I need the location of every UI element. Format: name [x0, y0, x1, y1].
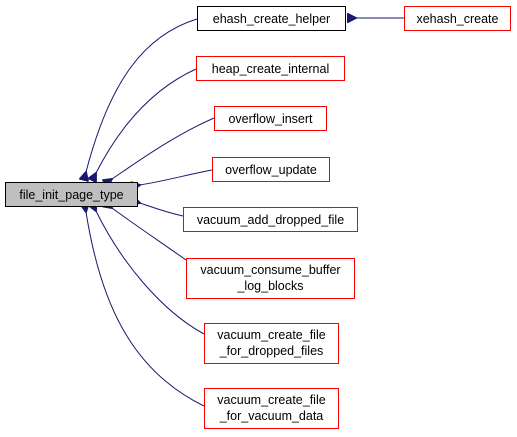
node-label: heap_create_internal: [212, 62, 329, 76]
node-heap-create-internal[interactable]: heap_create_internal: [196, 56, 345, 81]
node-box: [204, 323, 339, 364]
node-box: [5, 182, 138, 207]
node-label: overflow_insert: [228, 112, 313, 126]
node-label-line-2: _for_dropped_files: [219, 344, 324, 358]
node-label: vacuum_add_dropped_file: [197, 213, 344, 227]
node-overflow-insert[interactable]: overflow_insert: [214, 106, 327, 131]
node-box: [196, 56, 345, 81]
node-box: [204, 388, 339, 429]
node-label: overflow_update: [225, 163, 317, 177]
node-label-line-2: _for_vacuum_data: [219, 409, 324, 423]
node-ehash-create-helper[interactable]: ehash_create_helper: [197, 6, 346, 31]
node-box: [214, 106, 327, 131]
node-file-init-page-type[interactable]: file_init_page_type: [5, 182, 138, 207]
node-label-line-2: _log_blocks: [236, 279, 303, 293]
node-xehash-create[interactable]: xehash_create: [404, 6, 511, 31]
edge-overflow-update: [140, 169, 213, 185]
node-box: [197, 6, 346, 31]
edge-vacuum-consume-buffer-log-blocks: [112, 208, 187, 261]
node-label: ehash_create_helper: [213, 12, 330, 26]
edge-overflow-insert: [112, 117, 215, 179]
node-vacuum-create-file-for-vacuum-data[interactable]: vacuum_create_file _for_vacuum_data: [204, 388, 339, 429]
edge-ehash-create-helper: [86, 18, 198, 172]
node-overflow-update[interactable]: overflow_update: [212, 157, 330, 182]
edges: [86, 18, 404, 407]
edge-vacuum-create-file-for-dropped-files: [96, 211, 205, 335]
node-label: xehash_create: [416, 12, 498, 26]
edge-vacuum-create-file-for-vacuum-data: [86, 212, 205, 407]
node-box: [404, 6, 511, 31]
node-label-line-1: vacuum_create_file: [217, 393, 325, 407]
node-box: [186, 258, 355, 299]
node-label-line-1: vacuum_consume_buffer: [200, 263, 340, 277]
edge-heap-create-internal: [96, 68, 197, 173]
edge-vacuum-add-dropped-file: [140, 203, 184, 217]
node-box: [183, 207, 358, 232]
node-vacuum-create-file-for-dropped-files[interactable]: vacuum_create_file _for_dropped_files: [204, 323, 339, 364]
node-box: [212, 157, 330, 182]
node-label: file_init_page_type: [19, 188, 123, 202]
node-vacuum-add-dropped-file[interactable]: vacuum_add_dropped_file: [183, 207, 358, 232]
node-vacuum-consume-buffer-log-blocks[interactable]: vacuum_consume_buffer _log_blocks: [186, 258, 355, 299]
node-label-line-1: vacuum_create_file: [217, 328, 325, 342]
